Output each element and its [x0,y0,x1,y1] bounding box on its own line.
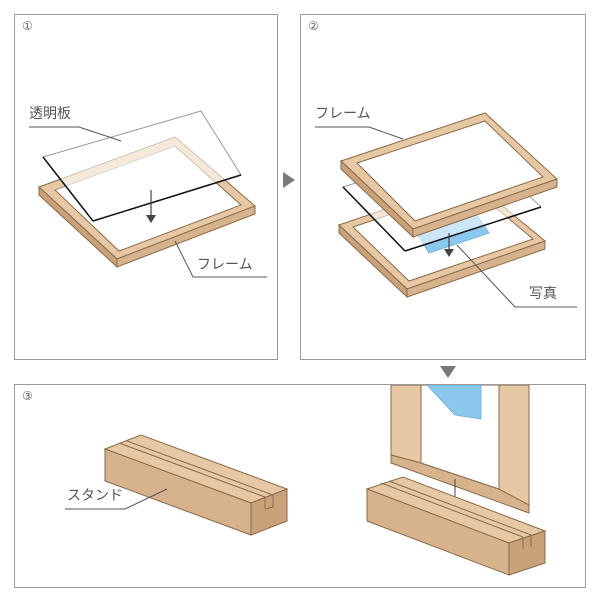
down-arrow-icon [444,233,454,257]
leader-line-stand [65,488,168,510]
stand-right [365,476,547,576]
label-photo: 写真 [529,286,557,302]
step-number: ③ [22,389,33,403]
leader-line-frame [174,240,267,278]
transparent-plate [42,110,242,222]
photo [426,385,482,420]
down-arrow-icon [146,190,156,223]
step-1-illustration [29,110,267,278]
next-step-arrow-right-icon [283,172,295,188]
leader-line-photo [456,244,577,308]
label-stand: スタンド [67,488,123,504]
leader-line-plate [29,126,122,142]
next-step-arrow-down-icon [440,366,456,378]
frame-upper [340,112,558,239]
label-frame: フレーム [197,257,253,273]
step-2-illustration [315,112,577,308]
frame-assembled [390,385,530,514]
stand-left [103,434,289,536]
step-3-panel: ③ [14,384,586,588]
label-frame: フレーム [315,106,371,122]
step-number: ① [22,19,33,33]
step-number: ② [308,19,319,33]
step-1-panel: ① 透明板 フレーム [14,14,278,360]
leader-line-frame [315,126,404,140]
step-2-panel: ② フレーム [300,14,586,360]
label-transparent-plate: 透明板 [29,106,71,122]
step-3-illustration [65,385,547,576]
